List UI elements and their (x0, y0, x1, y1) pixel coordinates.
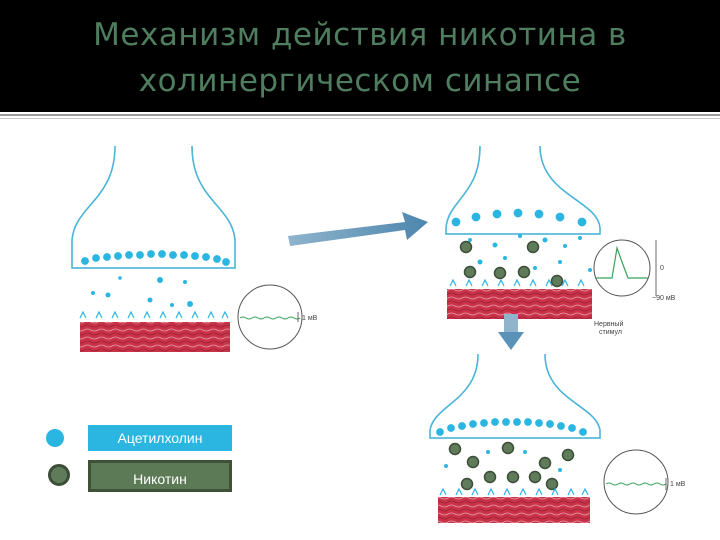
acetylcholine-legend-dot (46, 429, 64, 447)
oscilloscope-spike: 0 −90 мВ Нервный стимул (593, 239, 676, 336)
divider-rule (0, 114, 720, 116)
nicotine-molecules (459, 240, 564, 288)
released-acetylcholine (91, 276, 193, 307)
oscilloscope-rest-1: 1 мВ (237, 284, 318, 350)
title-bar (0, 0, 720, 112)
scale-label-rest-2: 1 мВ (670, 481, 686, 488)
stimulus-label-2: стимул (599, 329, 622, 336)
vesicle-row (79, 248, 232, 268)
receptor-row (439, 487, 589, 496)
vesicle-row (450, 207, 588, 228)
synapse-blocked: 1 мВ (429, 353, 686, 523)
slide-title-line2: холинергическом синапсе (138, 63, 582, 99)
slide-title: Механизм действия никотина в холинергиче… (0, 12, 720, 104)
oscilloscope-rest-2: 1 мВ (603, 449, 686, 515)
muscle-fiber (438, 497, 590, 523)
released-acetylcholine (444, 450, 562, 472)
muscle-fiber (80, 322, 230, 352)
vesicle-row (434, 416, 589, 438)
released-acetylcholine (468, 234, 592, 272)
scale-label-rest-1: 1 мВ (302, 315, 318, 322)
muscle-fiber (447, 289, 592, 319)
nicotine-legend-dot (48, 464, 70, 486)
synapse-stimulated: 0 −90 мВ Нервный стимул (445, 145, 676, 336)
receptor-row (79, 310, 229, 319)
receptor-row (449, 278, 585, 287)
spike-bottom-label: −90 мВ (652, 295, 676, 302)
acetylcholine-legend-label: Ацетилхолин (88, 425, 232, 451)
stimulus-label-1: Нервный (594, 320, 623, 328)
synapse-resting: 1 мВ (71, 145, 318, 352)
spike-zero-label: 0 (660, 265, 664, 272)
divider-rule-thin (0, 118, 720, 119)
slide-title-line1: Механизм действия никотина в (93, 17, 627, 53)
nicotine-legend-label: Никотин (88, 460, 232, 492)
down-arrow (498, 314, 524, 350)
right-arrow (288, 212, 428, 246)
nicotine-molecules (448, 441, 575, 491)
